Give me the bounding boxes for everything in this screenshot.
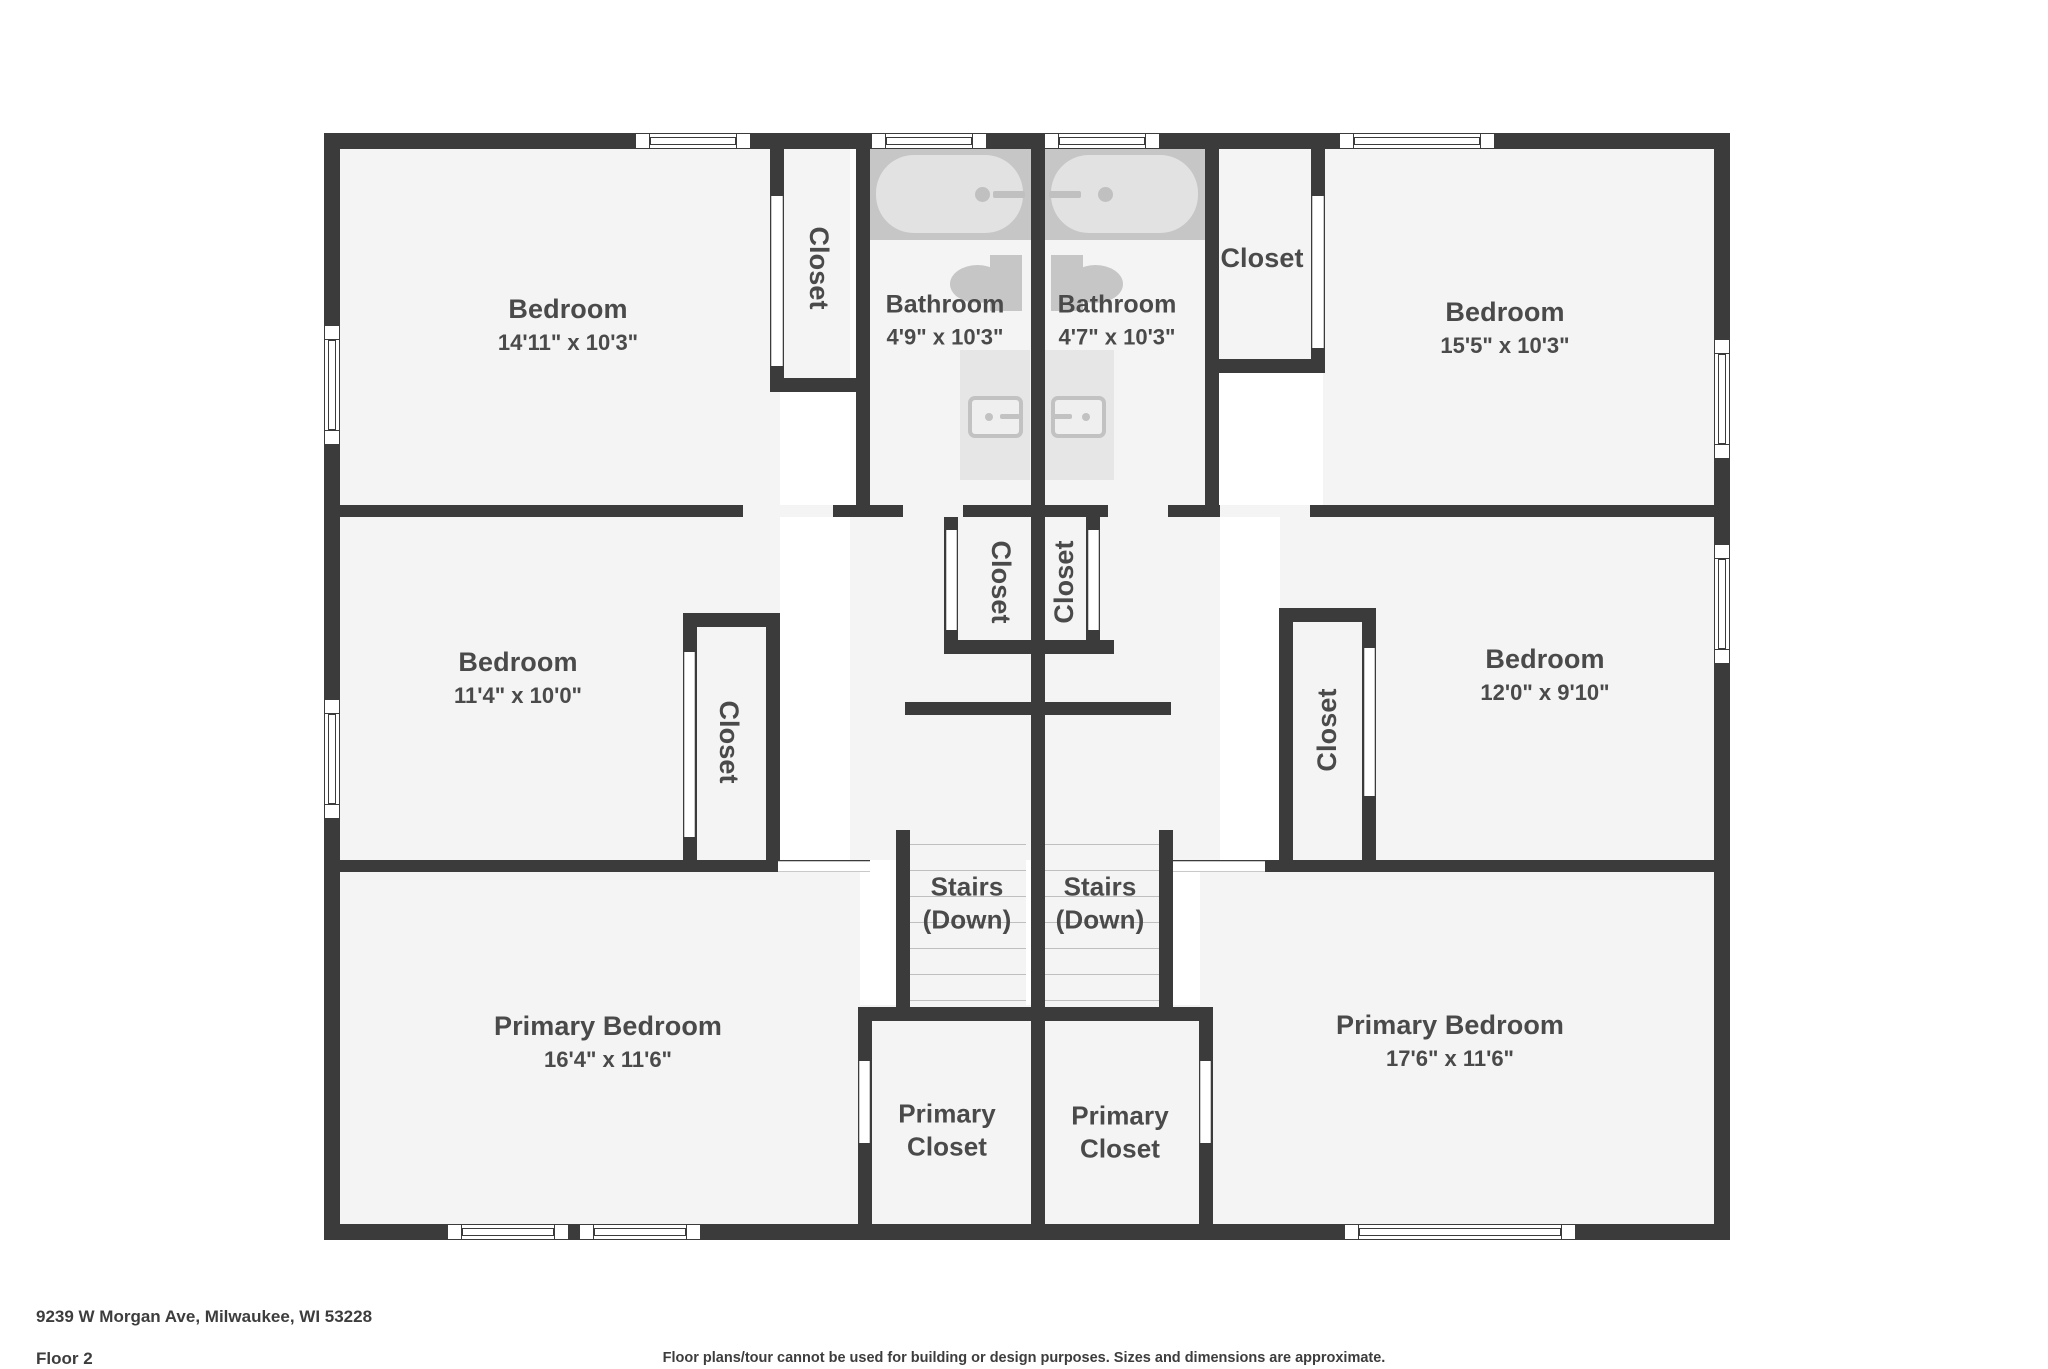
tub-spout-right — [1049, 191, 1081, 198]
floor-label: Floor 2 — [36, 1349, 93, 1368]
interior-wall-row1-row2 — [340, 505, 1720, 517]
sink-left — [968, 396, 1023, 438]
wall-bathroom-right-divider — [1205, 149, 1219, 517]
doorway-bedroom-top-right[interactable] — [1220, 505, 1310, 517]
wall-closet-top-left-bottom — [770, 378, 870, 392]
window-right-1 — [1714, 340, 1730, 458]
window-bottom-3 — [1345, 1224, 1575, 1240]
stairs-left-treads — [908, 840, 1026, 1018]
window-top-3 — [1045, 133, 1159, 149]
stairs-right-treads — [1043, 840, 1161, 1018]
doorway-bedroom-top-left[interactable] — [743, 505, 833, 517]
wall-closet-mid-left-right — [766, 613, 780, 860]
wall-stairs-bottom-left — [858, 1007, 1038, 1021]
exterior-wall-right — [1714, 133, 1730, 1240]
wall-stairs-left-outer — [896, 830, 910, 1020]
wall-stairs-bottom-right — [1038, 1007, 1213, 1021]
wall-hall-stub-right — [1041, 702, 1171, 715]
exterior-wall-left — [324, 133, 340, 1240]
wall-closet-mid-right-top — [1279, 608, 1376, 622]
room-fill-primary-bedroom-right — [1200, 870, 1723, 1230]
doorway-bathroom-right[interactable] — [1108, 505, 1168, 517]
window-top-4 — [1340, 133, 1494, 149]
window-left-2 — [324, 700, 340, 818]
toilet-bowl-right — [1068, 265, 1123, 303]
wall-center-closet-left-bottom — [944, 640, 1044, 654]
closet-door-center-right[interactable] — [1088, 530, 1099, 630]
room-fill-closet-top-left — [780, 140, 850, 390]
disclaimer-text: Floor plans/tour cannot be used for buil… — [662, 1350, 1386, 1366]
closet-door-top-left[interactable] — [771, 196, 783, 366]
doorway-bathroom-left[interactable] — [903, 505, 963, 517]
window-bottom-2 — [580, 1224, 700, 1240]
window-right-2 — [1714, 545, 1730, 663]
closet-door-primary-right[interactable] — [1200, 1061, 1211, 1143]
window-left-1 — [324, 326, 340, 444]
toilet-bowl-left — [950, 265, 1005, 303]
interior-wall-row2-row3-left — [340, 860, 870, 872]
closet-door-primary-left[interactable] — [859, 1061, 870, 1143]
room-fill-primary-bedroom-left — [340, 870, 860, 1230]
wall-closet-top-right-bottom — [1205, 359, 1325, 373]
closet-door-center-left[interactable] — [946, 530, 957, 630]
room-fill-closet-top-right — [1218, 140, 1323, 370]
exterior-wall-top — [324, 133, 1730, 149]
tub-drain-right — [1098, 187, 1113, 202]
sink-drain-left — [985, 413, 993, 421]
sink-faucet-right — [1052, 414, 1072, 419]
sink-drain-right — [1082, 413, 1090, 421]
doorway-primary-bedroom-right[interactable] — [1173, 861, 1265, 872]
interior-wall-central-spine — [1031, 133, 1045, 1240]
closet-door-mid-right[interactable] — [1364, 648, 1375, 796]
wall-closet-mid-left-top — [683, 613, 780, 627]
closet-door-top-right[interactable] — [1312, 196, 1324, 348]
wall-hall-stub-left — [905, 702, 1035, 715]
wall-center-closet-right-bottom — [1031, 640, 1114, 654]
window-top-2 — [872, 133, 986, 149]
closet-door-mid-left[interactable] — [684, 652, 695, 837]
interior-wall-row2-row3-right — [1160, 860, 1720, 872]
tub-spout-left — [993, 191, 1025, 198]
room-fill-bedroom-mid-right — [1280, 515, 1723, 860]
wall-closet-mid-right-left — [1279, 608, 1293, 860]
room-fill-closet-mid-left — [690, 615, 780, 860]
room-fill-primary-closet-right — [1043, 1005, 1208, 1230]
sink-faucet-left — [1000, 414, 1020, 419]
property-address: 9239 W Morgan Ave, Milwaukee, WI 53228 — [36, 1307, 373, 1326]
doorway-primary-bedroom-left[interactable] — [778, 861, 870, 872]
room-fill-bedroom-top-left — [330, 140, 780, 505]
window-bottom-1 — [448, 1224, 568, 1240]
room-fill-primary-closet-left — [858, 1005, 1038, 1230]
tub-drain-left — [975, 187, 990, 202]
window-top-1 — [636, 133, 750, 149]
room-fill-bedroom-top-right — [1323, 140, 1723, 505]
wall-stairs-right-outer — [1159, 830, 1173, 1020]
wall-bathroom-left-divider — [856, 149, 870, 517]
